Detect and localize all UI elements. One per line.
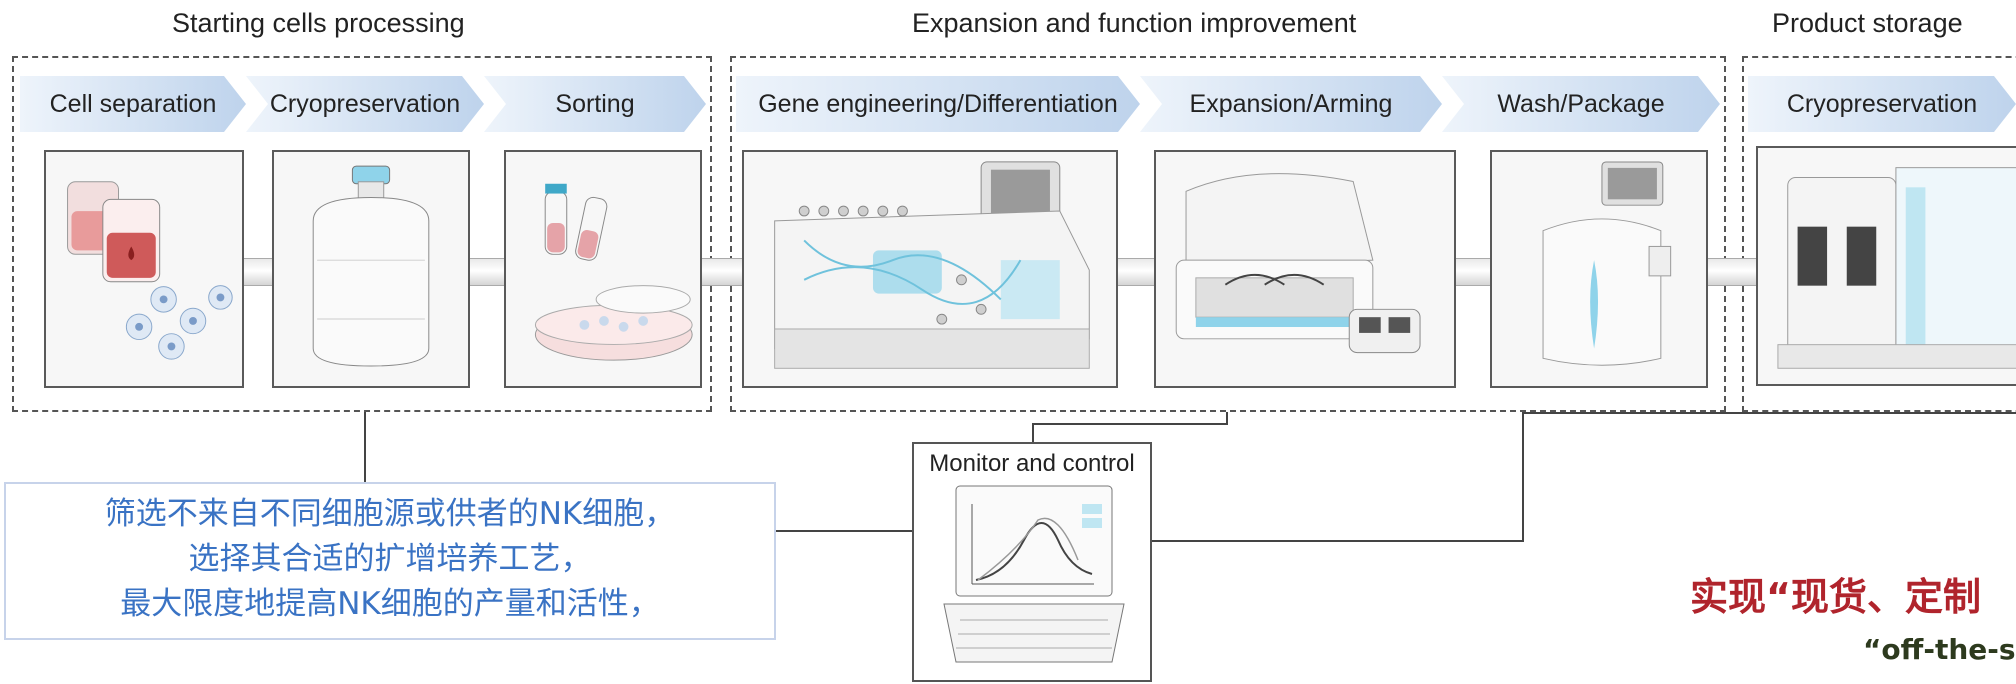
step-label: Cell separation xyxy=(49,89,217,118)
off-the-shelf-text: “off-the-sh xyxy=(1863,633,2016,666)
step-cell-separation: Cell separation xyxy=(20,76,246,132)
stage-title-storage: Product storage xyxy=(1772,8,1963,38)
connector-line xyxy=(1032,423,1034,442)
expansion-panel xyxy=(1154,150,1456,388)
bioreactor-icon xyxy=(1175,173,1421,354)
stage-box-starting xyxy=(12,56,712,412)
connector-line xyxy=(1152,540,1524,542)
wash-package-panel xyxy=(1490,150,1708,388)
gene-engineering-device-icon xyxy=(774,161,1090,369)
step-sorting: Sorting xyxy=(484,76,706,132)
stage-title-expansion: Expansion and function improvement xyxy=(912,8,1357,38)
stage-box-expansion xyxy=(730,56,1726,412)
step-label: Cryopreservation xyxy=(1786,89,1978,118)
cryo-tank-panel xyxy=(272,150,470,388)
connector-line xyxy=(364,412,366,530)
note-line-2: 选择其合适的扩增培养工艺， xyxy=(188,541,592,577)
stage-box-storage xyxy=(1742,56,2016,412)
stage-title-starting: Starting cells processing xyxy=(172,8,465,38)
step-label: Wash/Package xyxy=(1497,89,1665,118)
step-expansion-arming: Expansion/Arming xyxy=(1140,76,1442,132)
monitor-label: Monitor and control xyxy=(929,450,1135,477)
pipe-connector xyxy=(1456,258,1490,286)
laptop-icon xyxy=(943,485,1125,663)
connector-line xyxy=(1522,412,1524,542)
connector-line xyxy=(1032,423,1228,425)
step-cryopreservation-storage: Cryopreservation xyxy=(1748,76,2016,132)
step-cryopreservation: Cryopreservation xyxy=(246,76,484,132)
freezer-icon xyxy=(1777,167,2016,369)
pipe-connector xyxy=(1708,258,1758,286)
cryo-tank-icon xyxy=(312,165,430,367)
step-label: Gene engineering/Differentiation xyxy=(758,89,1118,118)
gene-engineering-panel xyxy=(742,150,1118,388)
connector-line xyxy=(1226,412,1228,425)
blood-bag-panel xyxy=(44,150,244,388)
pipe-connector xyxy=(1118,258,1154,286)
monitor-control-box: Monitor and control xyxy=(912,442,1152,682)
step-label: Expansion/Arming xyxy=(1189,89,1393,118)
step-gene-engineering: Gene engineering/Differentiation xyxy=(736,76,1140,132)
sorting-panel xyxy=(504,150,702,388)
pipe-connector xyxy=(702,258,742,286)
chinese-note-box: 筛选不来自不同细胞源或供者的NK细胞， 选择其合适的扩增培养工艺， 最大限度地提… xyxy=(4,482,776,640)
note-line-1: 筛选不来自不同细胞源或供者的NK细胞， xyxy=(104,496,676,532)
connector-line xyxy=(1522,412,2016,414)
blood-bag-icon xyxy=(67,181,233,360)
pipe-connector xyxy=(470,258,504,286)
pipe-connector xyxy=(244,258,272,286)
storage-panel xyxy=(1756,146,2016,386)
red-slogan: 实现“现货、定制 xyxy=(1690,575,1981,619)
step-label: Cryopreservation xyxy=(269,89,461,118)
step-wash-package: Wash/Package xyxy=(1442,76,1720,132)
connector-line xyxy=(776,530,912,532)
note-line-3: 最大限度地提高NK细胞的产量和活性， xyxy=(120,586,660,622)
wash-device-icon xyxy=(1542,161,1672,366)
test-tube-icon xyxy=(534,183,693,361)
step-label: Sorting xyxy=(555,89,635,118)
